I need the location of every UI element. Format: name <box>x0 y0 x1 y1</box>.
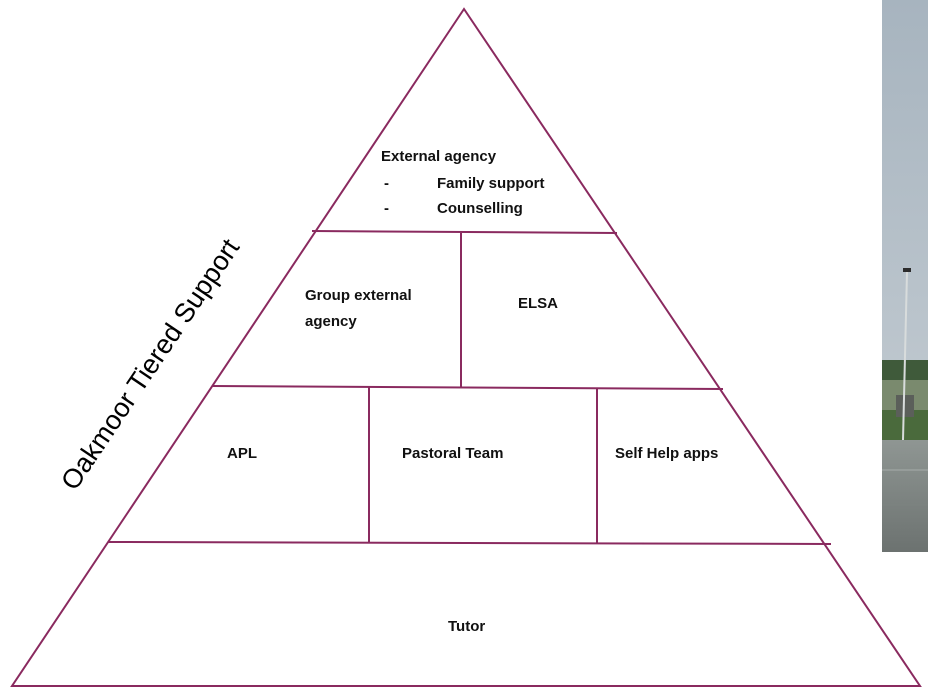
family-support-item: Family support <box>437 175 545 192</box>
counselling-item: Counselling <box>437 200 523 217</box>
tutor-label: Tutor <box>448 618 485 635</box>
bullet-marker: - <box>384 175 389 192</box>
school-grounds-photo <box>882 0 928 552</box>
bullet-marker: - <box>384 200 389 217</box>
tier-group-and-elsa: Group external agency ELSA <box>305 287 558 330</box>
self-help-apps-label: Self Help apps <box>615 445 718 462</box>
tier-external-agency: External agency - Family support - Couns… <box>381 148 545 217</box>
group-external-agency-line1: Group external <box>305 287 412 304</box>
tier-tutor: Tutor <box>448 618 485 635</box>
group-external-agency-line2: agency <box>305 313 357 330</box>
external-agency-heading: External agency <box>381 148 497 165</box>
tier-apl-pastoral-selfhelp: APL Pastoral Team Self Help apps <box>227 445 718 462</box>
elsa-label: ELSA <box>518 295 558 312</box>
diagram-title: Oakmoor Tiered Support <box>55 233 245 495</box>
pyramid-outline <box>10 7 922 687</box>
apl-label: APL <box>227 445 257 462</box>
pastoral-team-label: Pastoral Team <box>402 445 503 462</box>
